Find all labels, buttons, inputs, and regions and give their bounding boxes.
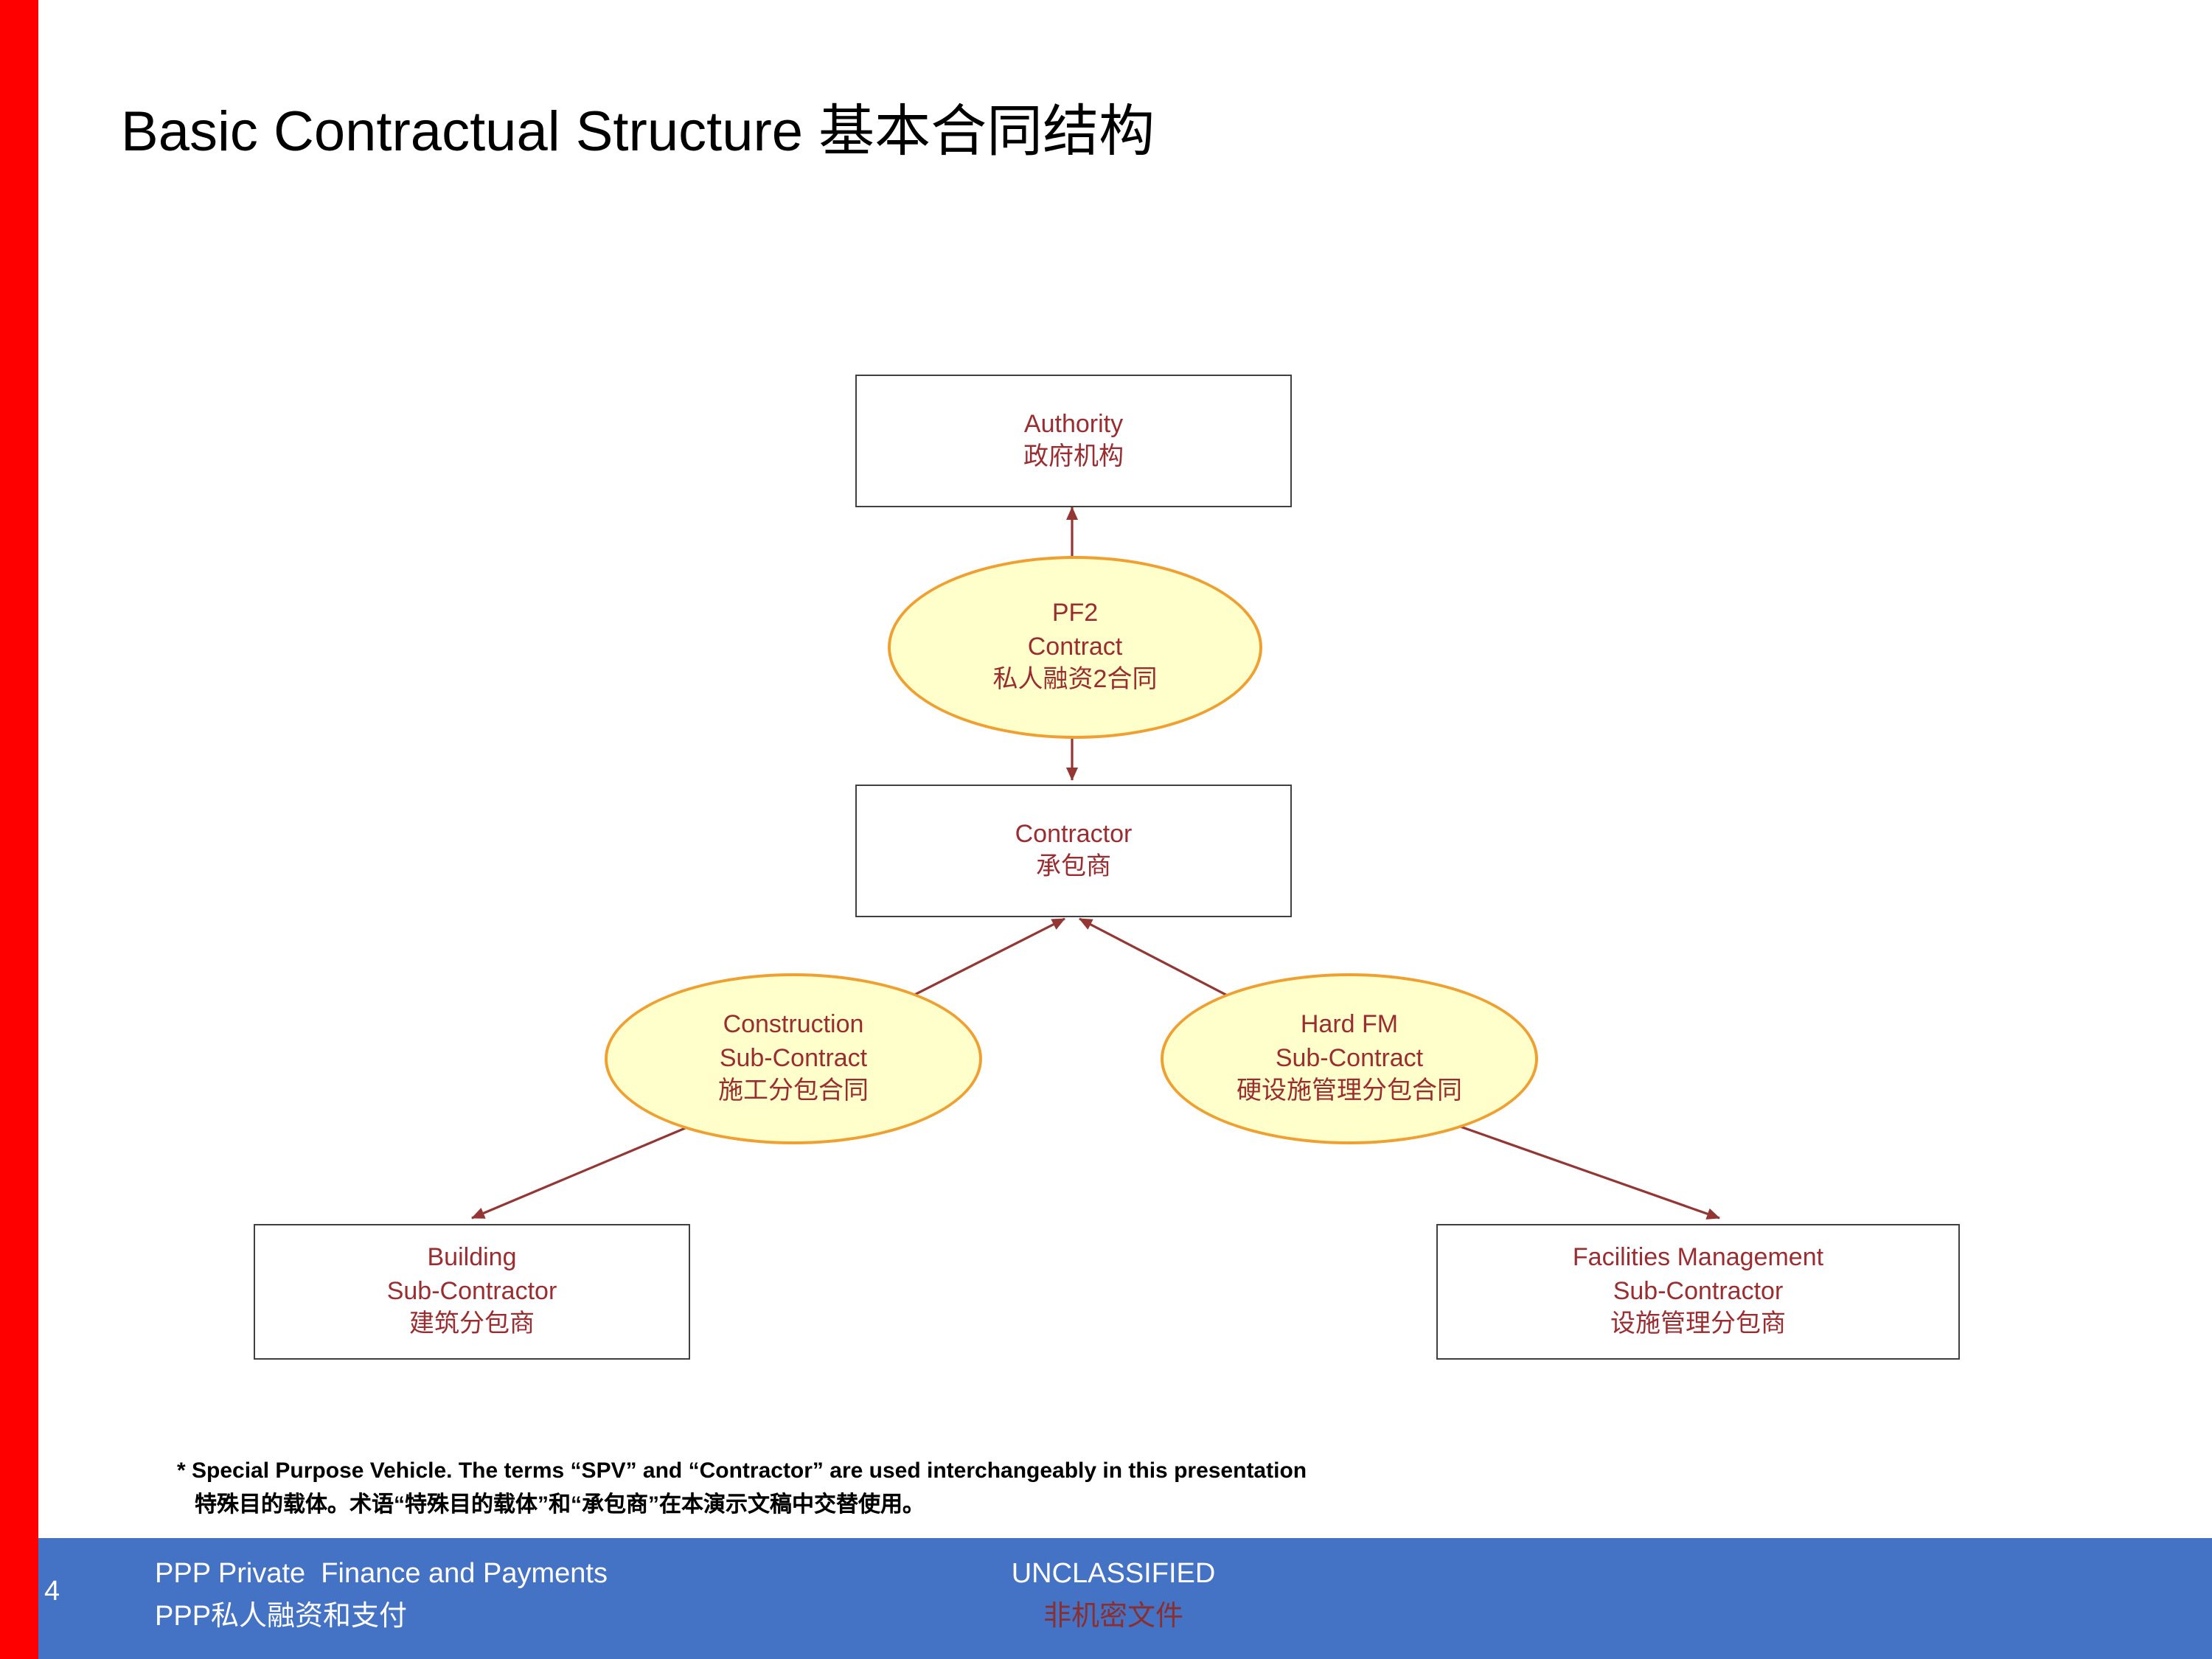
node-contractor-line2: 承包商 (1036, 852, 1111, 880)
node-hardfm-line3: 硬设施管理分包合同 (1237, 1077, 1462, 1105)
node-construction-line2: Sub-Contract (719, 1043, 868, 1072)
node-construction-line1: Construction (723, 1010, 864, 1039)
left-red-stripe (0, 0, 38, 1659)
footnote: * Special Purpose Vehicle. The terms “SP… (177, 1454, 1307, 1523)
node-pf2-line3: 私人融资2合同 (992, 665, 1158, 694)
node-construction-subcontract: Construction Sub-Contract 施工分包合同 (605, 973, 982, 1144)
footer-left-text: PPP Private Finance and Payments PPP私人融资… (155, 1554, 608, 1638)
node-hardfm-line2: Sub-Contract (1275, 1043, 1424, 1072)
node-building-line3: 建筑分包商 (409, 1310, 535, 1338)
node-building-line1: Building (427, 1243, 517, 1272)
footnote-line1: * Special Purpose Vehicle. The terms “SP… (177, 1458, 1307, 1484)
node-contractor-line1: Contractor (1015, 819, 1133, 848)
node-contractor: Contractor 承包商 (855, 785, 1292, 917)
node-hardfm-subcontract: Hard FM Sub-Contract 硬设施管理分包合同 (1161, 973, 1538, 1144)
node-authority-line2: 政府机构 (1023, 442, 1124, 470)
node-construction-line3: 施工分包合同 (718, 1077, 869, 1105)
footer-classification-line1: UNCLASSIFIED (1011, 1559, 1216, 1590)
node-building-subcontractor: Building Sub-Contractor 建筑分包商 (254, 1224, 690, 1360)
footer-classification-line2: 非机密文件 (1043, 1601, 1183, 1632)
slide-title: Basic Contractual Structure 基本合同结构 (121, 102, 1155, 164)
footnote-line2: 特殊目的载体。术语“特殊目的载体”和“承包商”在本演示文稿中交替使用。 (195, 1492, 925, 1518)
node-building-line2: Sub-Contractor (386, 1276, 557, 1305)
node-authority-line1: Authority (1023, 409, 1124, 438)
footer-bar: 4 PPP Private Finance and Payments PPP私人… (0, 1538, 2212, 1659)
node-facilities-line3: 设施管理分包商 (1610, 1310, 1786, 1338)
node-pf2-line2: Contract (1027, 632, 1123, 661)
node-pf2-contract: PF2 Contract 私人融资2合同 (888, 556, 1262, 739)
node-pf2-line1: PF2 (1051, 599, 1099, 627)
page-number: 4 (44, 1576, 60, 1607)
footer-left-line1: PPP Private Finance and Payments (155, 1559, 608, 1590)
node-hardfm-line1: Hard FM (1300, 1010, 1399, 1039)
node-authority: Authority 政府机构 (855, 375, 1292, 507)
footer-classification: UNCLASSIFIED 非机密文件 (966, 1554, 1261, 1638)
node-facilities-line2: Sub-Contractor (1613, 1276, 1784, 1305)
node-facilities-line1: Facilities Management (1572, 1243, 1824, 1272)
footer-left-line2: PPP私人融资和支付 (155, 1601, 408, 1632)
node-facilities-subcontractor: Facilities Management Sub-Contractor 设施管… (1436, 1224, 1960, 1360)
